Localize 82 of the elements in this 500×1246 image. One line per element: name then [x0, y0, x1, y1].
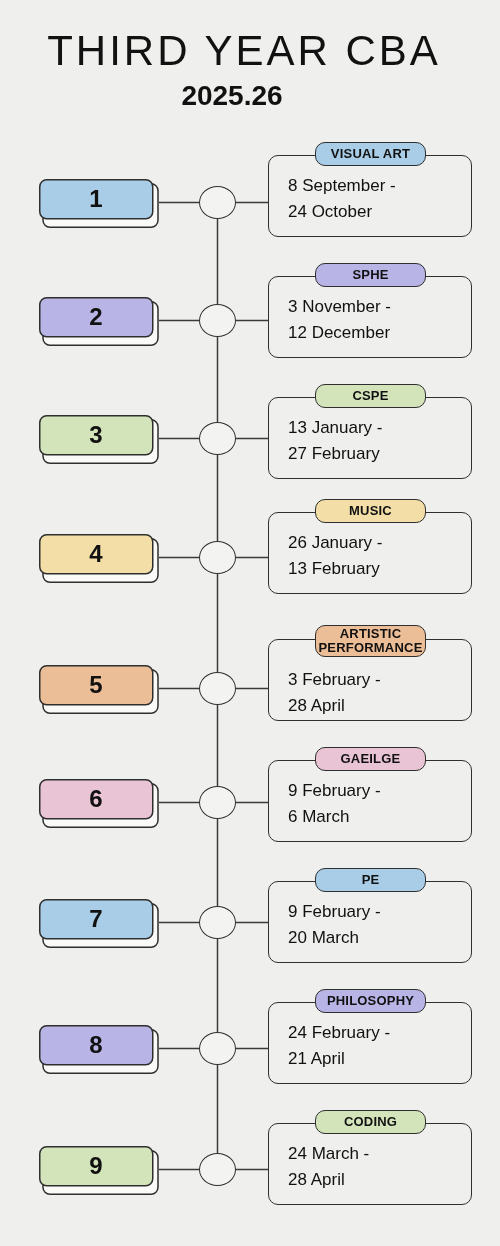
connector-line	[158, 1168, 200, 1171]
step-number: 3	[89, 421, 103, 449]
step-number-card	[39, 779, 159, 828]
subject-name: GAEILGE	[340, 752, 401, 766]
connector-line	[216, 218, 219, 305]
date-range: 9 February - 20 March	[288, 901, 382, 949]
connector-line	[216, 704, 219, 787]
connector-line	[158, 1047, 200, 1050]
subject-name: ARTISTIC PERFORMANCE	[318, 627, 423, 655]
timeline-circle	[199, 304, 236, 337]
subject-tag	[315, 747, 426, 771]
timeline-circle	[199, 786, 236, 819]
subject-tag	[315, 868, 426, 892]
connector-line	[158, 319, 200, 322]
connector-line	[235, 1047, 269, 1050]
subject-name: CODING	[343, 1115, 398, 1129]
timeline-circle	[199, 186, 236, 219]
step-number-card	[39, 415, 159, 464]
date-range: 3 November - 12 December	[288, 296, 392, 344]
timeline-circle	[199, 1032, 236, 1065]
step-number: 6	[89, 785, 103, 813]
timeline-circle	[199, 1153, 236, 1186]
subject-name: VISUAL ART	[330, 147, 411, 161]
subject-tag	[315, 989, 426, 1013]
date-range: 3 February - 28 April	[288, 669, 382, 717]
connector-line	[158, 687, 200, 690]
connector-line	[216, 938, 219, 1033]
step-number-card	[39, 297, 159, 346]
date-range: 24 March - 28 April	[288, 1143, 371, 1191]
date-card	[268, 639, 472, 721]
step-number-card	[39, 534, 159, 583]
timeline-circle	[199, 672, 236, 705]
connector-line	[216, 573, 219, 673]
step-number-card	[39, 899, 159, 948]
step-number: 1	[89, 185, 103, 213]
timeline-circle	[199, 906, 236, 939]
step-number-card	[39, 179, 159, 228]
connector-line	[235, 687, 269, 690]
subject-tag	[315, 384, 426, 408]
subject-name: CSPE	[352, 389, 389, 403]
connector-line	[235, 319, 269, 322]
step-number: 8	[89, 1031, 103, 1059]
subject-tag	[315, 499, 426, 523]
subtitle: 2025.26	[181, 79, 283, 113]
subject-tag	[315, 142, 426, 166]
timeline-circle	[199, 422, 236, 455]
connector-line	[158, 921, 200, 924]
connector-line	[158, 556, 200, 559]
connector-line	[158, 801, 200, 804]
connector-line	[235, 201, 269, 204]
connector-line	[216, 336, 219, 423]
title: THIRD YEAR CBA	[47, 28, 441, 74]
subject-name: SPHE	[352, 268, 389, 282]
step-number-card	[39, 665, 159, 714]
step-number-card	[39, 1025, 159, 1074]
date-range: 13 January - 27 February	[288, 417, 384, 465]
subject-name: PE	[361, 873, 380, 887]
connector-line	[158, 437, 200, 440]
step-number: 7	[89, 905, 103, 933]
connector-line	[235, 1168, 269, 1171]
step-number: 4	[89, 540, 103, 568]
date-range: 8 September - 24 October	[288, 175, 397, 223]
connector-line	[235, 437, 269, 440]
connector-line	[235, 801, 269, 804]
date-range: 9 February - 6 March	[288, 780, 382, 828]
subject-tag	[315, 263, 426, 287]
date-range: 26 January - 13 February	[288, 532, 384, 580]
timeline-circle	[199, 541, 236, 574]
subject-name: PHILOSOPHY	[326, 994, 415, 1008]
step-number: 9	[89, 1152, 103, 1180]
subject-tag	[315, 1110, 426, 1134]
connector-line	[235, 921, 269, 924]
step-number: 5	[89, 671, 103, 699]
connector-line	[216, 454, 219, 542]
subject-name: MUSIC	[349, 504, 392, 518]
date-range: 24 February - 21 April	[288, 1022, 392, 1070]
connector-line	[158, 201, 200, 204]
connector-line	[216, 818, 219, 907]
step-number: 2	[89, 303, 103, 331]
step-number-card	[39, 1146, 159, 1195]
connector-line	[235, 556, 269, 559]
connector-line	[216, 1064, 219, 1154]
